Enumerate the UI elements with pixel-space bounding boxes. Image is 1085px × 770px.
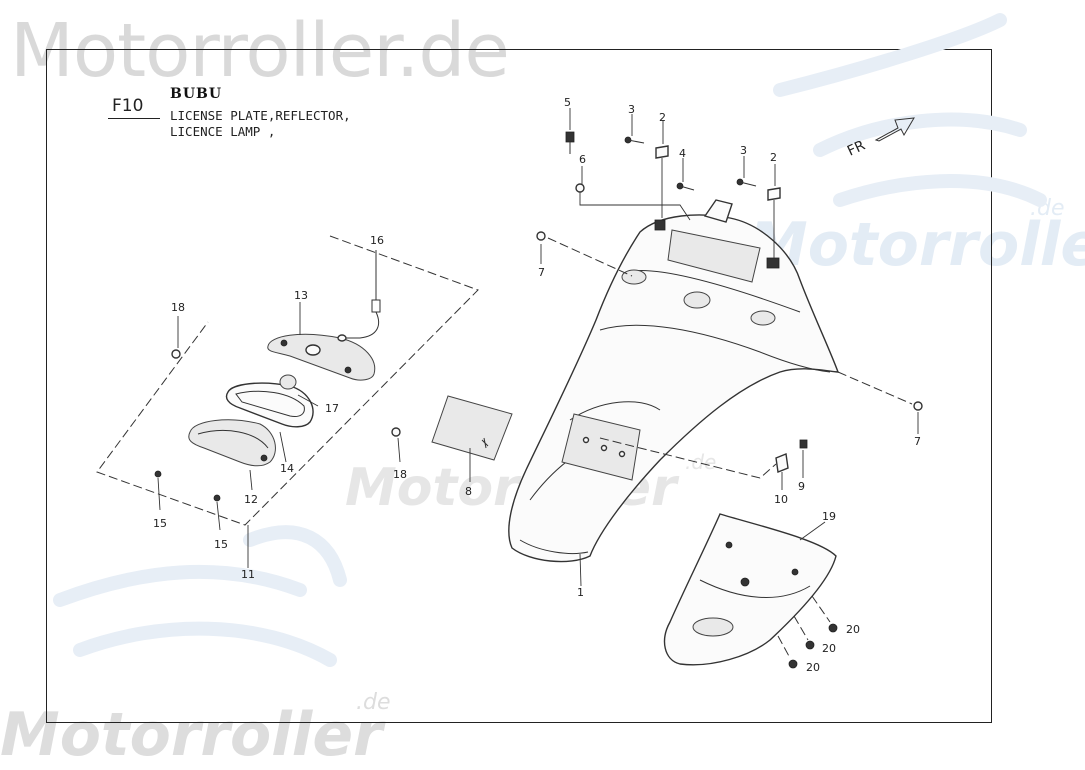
label-part-15a: 15 (153, 517, 167, 530)
label-part-17: 17 (325, 402, 339, 415)
diagram-frame (46, 49, 992, 723)
part-15-screws (154, 469, 253, 531)
label-part-14: 14 (280, 462, 294, 475)
part-20-screws (777, 595, 838, 669)
section-code: F10 (112, 96, 144, 116)
part-17-lens-frame (225, 374, 319, 428)
top-fasteners (536, 108, 923, 434)
section-description-line2: LICENCE LAMP , (170, 124, 276, 139)
label-part-10: 10 (774, 493, 788, 506)
label-part-8: 8 (465, 485, 472, 498)
label-part-20c: 20 (806, 661, 820, 674)
label-part-3b: 3 (740, 144, 747, 157)
label-part-18b: 18 (393, 468, 407, 481)
label-part-12: 12 (244, 493, 258, 506)
arrow-right-icon (874, 117, 915, 142)
label-part-18a: 18 (171, 301, 185, 314)
label-part-3a: 3 (628, 103, 635, 116)
model-name: BUBU (170, 86, 223, 102)
part-14-lens (188, 419, 287, 467)
watermark-scooter-right (773, 13, 1047, 207)
label-part-2b: 2 (770, 151, 777, 164)
part-number-labels: 1 2 2 3 3 4 5 6 7 7 8 9 10 11 12 13 14 1… (153, 96, 921, 674)
label-part-9: 9 (798, 480, 805, 493)
part-19-mud-flap (663, 513, 837, 666)
label-part-11: 11 (241, 568, 255, 581)
part-13-lamp-base (267, 302, 376, 381)
part-1-rear-fender (508, 199, 840, 587)
lamp-assembly-outline (96, 235, 479, 568)
label-part-7b: 7 (914, 435, 921, 448)
label-part-20a: 20 (846, 623, 860, 636)
label-part-7a: 7 (538, 266, 545, 279)
front-direction-indicator: FR (845, 117, 915, 160)
label-part-5: 5 (564, 96, 571, 109)
section-description-line1: LICENSE PLATE,REFLECTOR, (170, 108, 351, 123)
parts-9-10-fasteners (599, 437, 808, 490)
front-direction-label: FR (845, 137, 868, 159)
part-18-screws (171, 316, 401, 463)
label-part-4: 4 (679, 147, 686, 160)
label-part-2a: 2 (659, 111, 666, 124)
label-part-1: 1 (577, 586, 584, 599)
label-part-20b: 20 (822, 642, 836, 655)
label-part-15b: 15 (214, 538, 228, 551)
label-part-6: 6 (579, 153, 586, 166)
part-16-wire (337, 250, 381, 342)
watermark-scooter-left (53, 525, 347, 667)
label-part-19: 19 (822, 510, 836, 523)
part-8-reflector-plate (431, 395, 513, 482)
section-code-underline (108, 118, 160, 119)
label-part-16: 16 (370, 234, 384, 247)
label-part-13: 13 (294, 289, 308, 302)
